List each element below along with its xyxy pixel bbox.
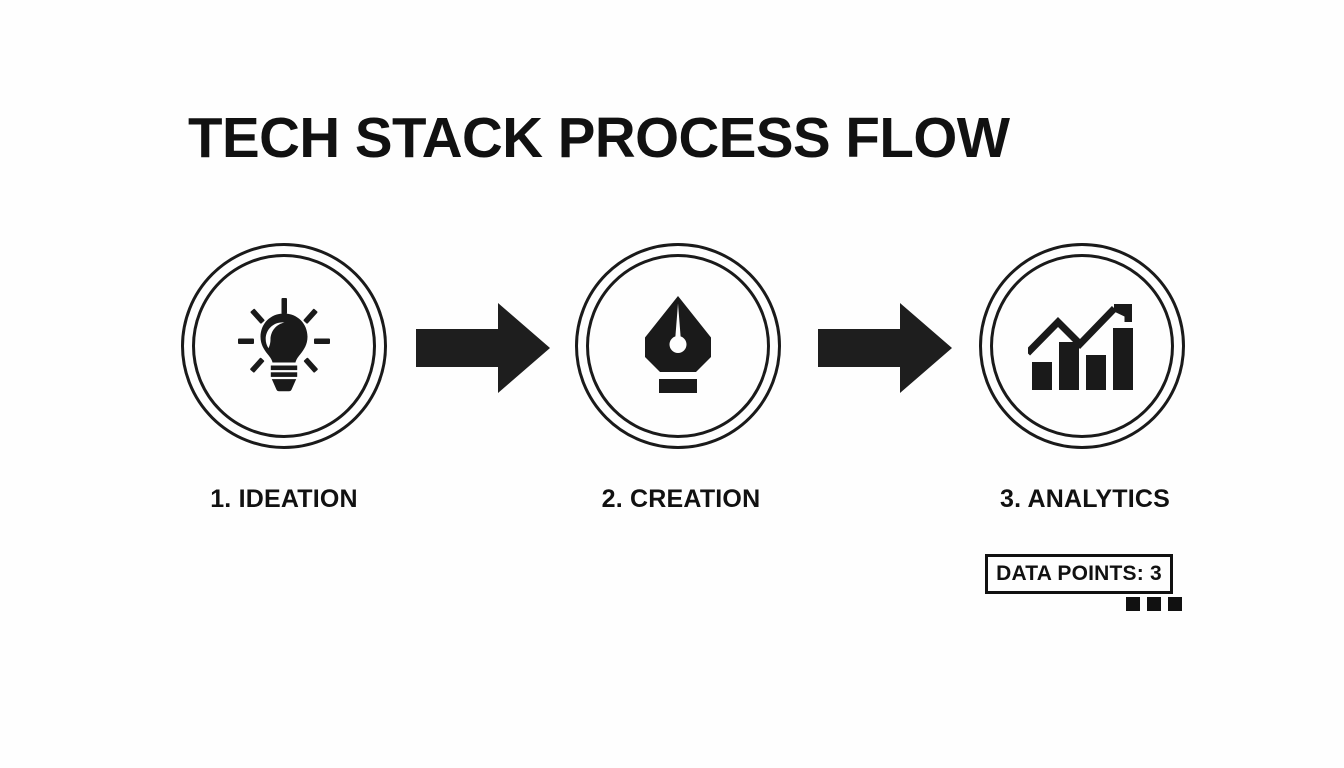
page-title: TECH STACK PROCESS FLOW <box>188 106 1010 170</box>
step-ring-outer <box>575 243 781 449</box>
step-label-creation: 2. CREATION <box>601 485 761 513</box>
step-ring-inner <box>990 254 1174 438</box>
process-step-creation[interactable] <box>575 243 781 449</box>
data-point-square <box>1147 597 1161 611</box>
arrow-right-icon <box>416 303 550 393</box>
step-ring-outer <box>979 243 1185 449</box>
pen-nib-icon <box>575 243 781 449</box>
data-point-square <box>1126 597 1140 611</box>
process-step-analytics[interactable] <box>979 243 1185 449</box>
data-points-badge: DATA POINTS: 3 <box>985 554 1173 594</box>
step-ring-outer <box>181 243 387 449</box>
step-label-analytics: 3. ANALYTICS <box>999 485 1171 513</box>
data-points-badge-label: DATA POINTS: 3 <box>996 562 1162 585</box>
arrow-right-icon <box>818 303 952 393</box>
data-points-dots <box>1126 597 1182 611</box>
bar-chart-trend-up-icon <box>979 243 1185 449</box>
step-ring-inner <box>586 254 770 438</box>
lightbulb-icon <box>181 243 387 449</box>
data-point-square <box>1168 597 1182 611</box>
step-label-ideation: 1. IDEATION <box>210 485 358 513</box>
step-ring-inner <box>192 254 376 438</box>
process-step-ideation[interactable] <box>181 243 387 449</box>
